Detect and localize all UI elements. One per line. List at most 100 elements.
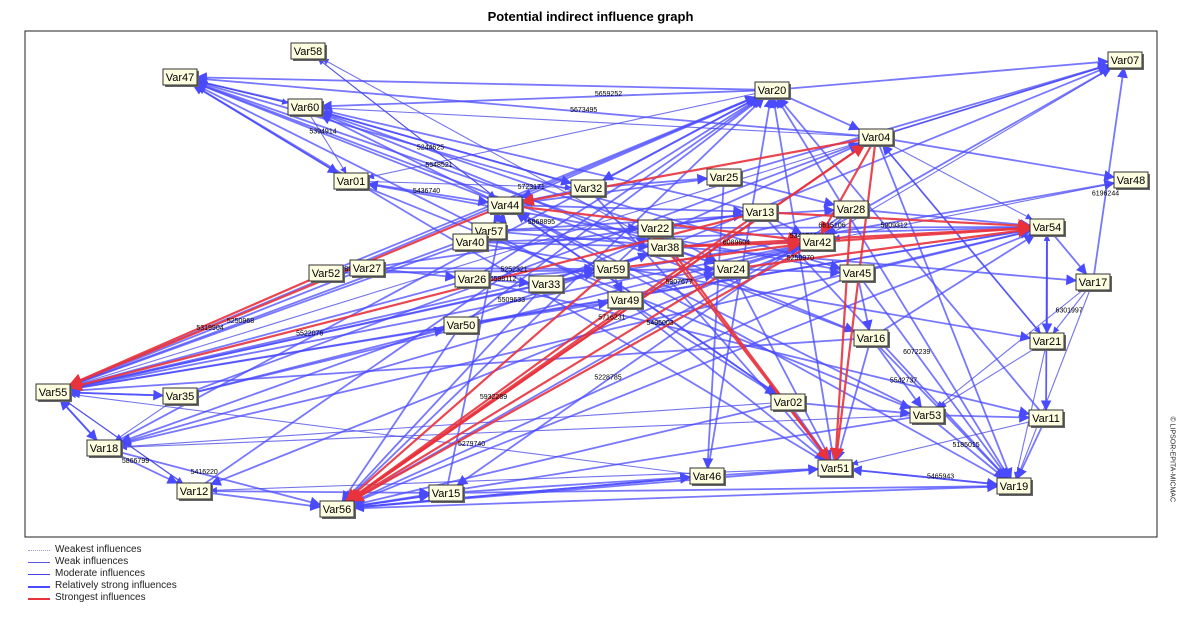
- edge-var27-var55: [68, 267, 368, 387]
- edge-var40-var38: [469, 240, 650, 252]
- legend-label-strongest: Strongest influences: [55, 592, 146, 603]
- node-var25[interactable]: Var25: [706, 168, 743, 187]
- node-label: Var17: [1079, 277, 1108, 289]
- node-box: [713, 260, 749, 278]
- edge-var25-var46: [702, 176, 725, 470]
- node-label: Var45: [843, 268, 872, 280]
- node-var24[interactable]: Var24: [713, 260, 750, 279]
- edge-labels-layer: 5659252567349557162315394914593228955096…: [122, 91, 1119, 481]
- node-var53[interactable]: Var53: [909, 406, 946, 425]
- node-var38[interactable]: Var38: [647, 238, 684, 257]
- node-label: Var58: [294, 46, 323, 58]
- edges-layer: [52, 50, 1132, 513]
- node-var17[interactable]: Var17: [1075, 273, 1112, 292]
- node-label: Var50: [447, 320, 476, 332]
- watermark-text: © LIPSOR-EPITA-MICMAC: [1168, 416, 1176, 503]
- edge-var07-var42: [829, 59, 1126, 235]
- node-var55[interactable]: Var55: [35, 383, 72, 402]
- node-var54[interactable]: Var54: [1029, 218, 1066, 237]
- edge-var21-var53: [939, 340, 1048, 408]
- node-var19[interactable]: Var19: [996, 477, 1033, 496]
- edge-var53-var19: [926, 414, 1006, 479]
- node-label: Var44: [491, 200, 520, 212]
- node-box: [593, 260, 629, 278]
- node-var26[interactable]: Var26: [454, 270, 491, 289]
- edge-value-label: 5252321: [500, 267, 527, 274]
- legend-label-relatively-strong: Relatively strong influences: [55, 580, 177, 591]
- node-var35[interactable]: Var35: [162, 387, 199, 406]
- node-var50[interactable]: Var50: [443, 316, 480, 335]
- node-var07[interactable]: Var07: [1107, 51, 1144, 70]
- node-box: [1029, 332, 1065, 350]
- edge-var25-var07: [723, 62, 1110, 178]
- node-var18[interactable]: Var18: [86, 439, 123, 458]
- node-var28[interactable]: Var28: [833, 200, 870, 219]
- node-var33[interactable]: Var33: [528, 275, 565, 294]
- node-var11[interactable]: Var11: [1028, 409, 1065, 428]
- edge-var01-var32: [350, 180, 572, 191]
- node-var59[interactable]: Var59: [593, 260, 630, 279]
- edge-var58-var44: [307, 50, 496, 198]
- node-label: Var02: [774, 397, 803, 409]
- edge-value-label: 6196244: [1092, 190, 1119, 197]
- node-var56[interactable]: Var56: [319, 500, 356, 519]
- node-var45[interactable]: Var45: [839, 264, 876, 283]
- node-var46[interactable]: Var46: [689, 467, 726, 486]
- node-var15[interactable]: Var15: [428, 484, 465, 503]
- edge-value-label: 5416220: [191, 469, 218, 476]
- edge-value-label: 5673495: [570, 107, 597, 114]
- edge-var56-var46: [336, 473, 692, 510]
- node-var60[interactable]: Var60: [287, 98, 324, 117]
- edge-var40-var21: [469, 241, 1032, 342]
- node-var20[interactable]: Var20: [754, 81, 791, 100]
- edge-value-label: 5598112: [490, 276, 517, 283]
- node-label: Var04: [862, 132, 891, 144]
- node-var42[interactable]: Var42: [799, 233, 836, 252]
- node-var48[interactable]: Var48: [1113, 171, 1150, 190]
- edge-var12-var15: [193, 487, 431, 499]
- node-var21[interactable]: Var21: [1029, 332, 1066, 351]
- node-var40[interactable]: Var40: [452, 233, 489, 252]
- node-var47[interactable]: Var47: [162, 68, 199, 87]
- edge-var24-var56: [349, 268, 732, 502]
- edge-var44-var13: [504, 204, 745, 217]
- node-var13[interactable]: Var13: [742, 203, 779, 222]
- edge-var45-var19: [856, 272, 1009, 479]
- node-var01[interactable]: Var01: [333, 172, 370, 191]
- node-var32[interactable]: Var32: [570, 179, 607, 198]
- node-var51[interactable]: Var51: [817, 459, 854, 478]
- node-box: [858, 128, 894, 146]
- edge-var57-var22: [488, 223, 640, 234]
- edge-var24-var54: [730, 224, 1032, 271]
- node-var49[interactable]: Var49: [607, 291, 644, 310]
- edge-value-label: 5244625: [417, 145, 444, 152]
- edge-value-label: 5548521: [425, 162, 452, 169]
- edge-var33-var56: [343, 283, 547, 502]
- edge-value-label: 5465943: [927, 474, 954, 481]
- edge-var04-var51: [830, 136, 878, 462]
- node-var22[interactable]: Var22: [637, 219, 674, 238]
- node-var58[interactable]: Var58: [290, 42, 327, 61]
- node-label: Var54: [1033, 222, 1062, 234]
- node-var16[interactable]: Var16: [853, 329, 890, 348]
- edge-var45-var56: [353, 272, 858, 503]
- node-var12[interactable]: Var12: [176, 482, 213, 501]
- node-box: [162, 68, 198, 86]
- graph-title: Potential indirect influence graph: [487, 9, 694, 24]
- edge-var49-var02: [624, 299, 777, 395]
- edge-var15-var46: [445, 472, 692, 494]
- edge-var50-var20: [460, 97, 763, 326]
- node-var02[interactable]: Var02: [770, 393, 807, 412]
- node-var27[interactable]: Var27: [349, 259, 386, 278]
- node-var52[interactable]: Var52: [308, 264, 345, 283]
- edge-var59-var56: [345, 268, 612, 502]
- edge-var42-var55: [68, 241, 818, 393]
- node-label: Var16: [857, 333, 886, 345]
- edge-var19-var20: [776, 97, 1015, 487]
- edge-var22-var51: [654, 227, 830, 462]
- node-label: Var28: [837, 204, 866, 216]
- legend-label-weak: Weak influences: [55, 556, 129, 567]
- edge-var16-var53: [870, 337, 922, 408]
- node-var44[interactable]: Var44: [487, 196, 524, 215]
- node-var04[interactable]: Var04: [858, 128, 895, 147]
